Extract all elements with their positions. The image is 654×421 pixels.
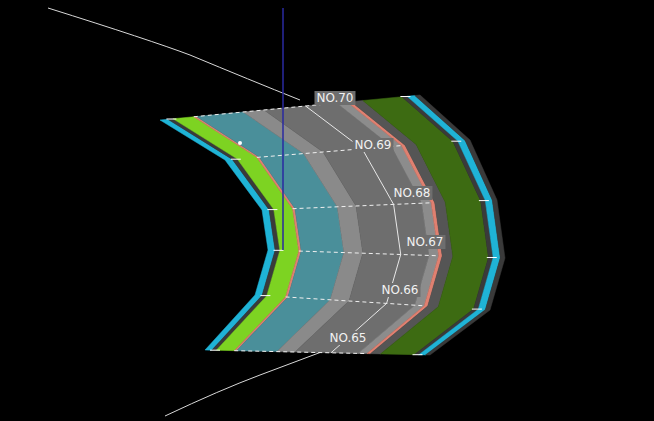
station-label: NO.69	[352, 138, 393, 152]
center-line	[306, 106, 401, 353]
axis-line	[282, 8, 284, 250]
tick-mark	[487, 257, 497, 258]
tick-mark	[166, 119, 176, 120]
station-label: NO.65	[327, 331, 368, 345]
station-line	[286, 297, 425, 306]
tick-mark	[273, 250, 283, 251]
tick-mark	[231, 159, 241, 160]
tick-mark	[413, 354, 423, 355]
tick-mark	[451, 141, 461, 142]
station-label: NO.68	[391, 186, 432, 200]
station-label: NO.67	[404, 235, 445, 249]
road-band	[415, 95, 505, 355]
point-marker	[238, 141, 242, 145]
alignment-line	[48, 8, 300, 100]
tick-mark	[267, 209, 277, 210]
station-label: NO.70	[314, 91, 355, 105]
station-line	[293, 203, 432, 209]
tick-mark	[210, 350, 220, 351]
station-label: NO.66	[379, 283, 420, 297]
tick-mark	[400, 96, 410, 97]
tick-mark	[479, 200, 489, 201]
station-line	[299, 251, 439, 256]
tick-mark	[472, 309, 482, 310]
tick-mark	[260, 295, 270, 296]
road-band	[407, 96, 500, 355]
alignment-line	[165, 345, 340, 416]
station-line	[234, 351, 367, 354]
